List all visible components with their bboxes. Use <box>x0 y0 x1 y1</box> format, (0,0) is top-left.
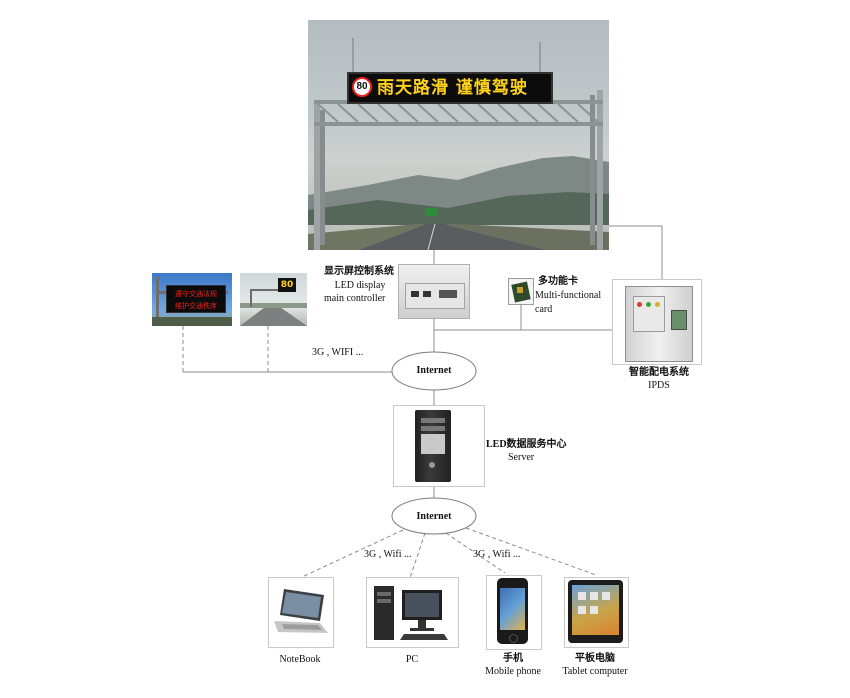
internet-cloud-bottom-label: Internet <box>416 511 452 522</box>
bottom-link-label-right: 3G , Wifi ... <box>473 549 521 560</box>
highway-scene <box>308 38 609 250</box>
ipds-label-en: IPDS <box>648 380 670 391</box>
mobile-phone-image <box>497 578 528 644</box>
multifunction-card-image <box>508 278 534 305</box>
ipds-label-cn: 智能配电系统 <box>629 367 689 378</box>
server-label-cn: LED数据服务中心 <box>486 439 567 450</box>
led-controller-label-cn: 显示屏控制系统 <box>324 266 394 277</box>
top-link-label: 3G , WIFI ... <box>312 347 364 358</box>
roadside-led-line-1: 遵守交通法规 <box>175 290 217 298</box>
tablet-image <box>568 580 623 643</box>
road-sign-led-value: 80 <box>280 280 294 290</box>
internet-cloud-top-label: Internet <box>416 365 452 376</box>
road-scene-small <box>240 289 307 326</box>
server-tower-image <box>415 410 451 482</box>
bottom-link-label-left: 3G , Wifi ... <box>364 549 412 560</box>
led-sign-board: 80 雨天路滑 谨慎驾驶 <box>347 72 553 104</box>
led-controller-image <box>398 264 470 319</box>
roadside-led-line-2: 维护交通秩序 <box>175 302 217 310</box>
roadside-sign-photo: 遵守交通法规 维护交通秩序 <box>152 273 232 326</box>
road-sign-led: 80 <box>278 278 296 292</box>
speed-limit-value: 80 <box>356 81 368 92</box>
tablet-label-en: Tablet computer <box>562 666 628 677</box>
tablet-label-cn: 平板电脑 <box>575 653 615 664</box>
notebook-label: NoteBook <box>279 654 321 665</box>
notebook-image <box>272 585 330 640</box>
multifunction-card-label-en-1: Multi-functional <box>535 290 602 301</box>
ipds-cabinet-image <box>612 279 702 365</box>
highway-gantry-photo <box>308 20 609 250</box>
speed-limit-circle: 80 <box>352 77 372 97</box>
led-controller-label-en-1: LED display <box>334 280 386 291</box>
multifunction-card-label-cn: 多功能卡 <box>538 276 578 287</box>
road-sign-photo: 80 <box>240 273 307 326</box>
multifunction-card-label-en-2: card <box>535 304 553 315</box>
mobile-phone-label-cn: 手机 <box>503 653 523 664</box>
pc-label: PC <box>405 654 419 665</box>
server-label-en: Server <box>508 452 535 463</box>
mobile-phone-label-en: Mobile phone <box>485 666 541 677</box>
internet-cloud-shapes <box>391 351 477 535</box>
pc-image <box>370 580 454 644</box>
led-controller-label-en-2: main controller <box>324 293 386 304</box>
pc-icon <box>374 586 448 640</box>
led-sign-message: 雨天路滑 谨慎驾驶 <box>377 78 528 98</box>
roadside-led-panel: 遵守交通法规 维护交通秩序 <box>166 285 226 313</box>
notebook-icon <box>274 589 328 633</box>
